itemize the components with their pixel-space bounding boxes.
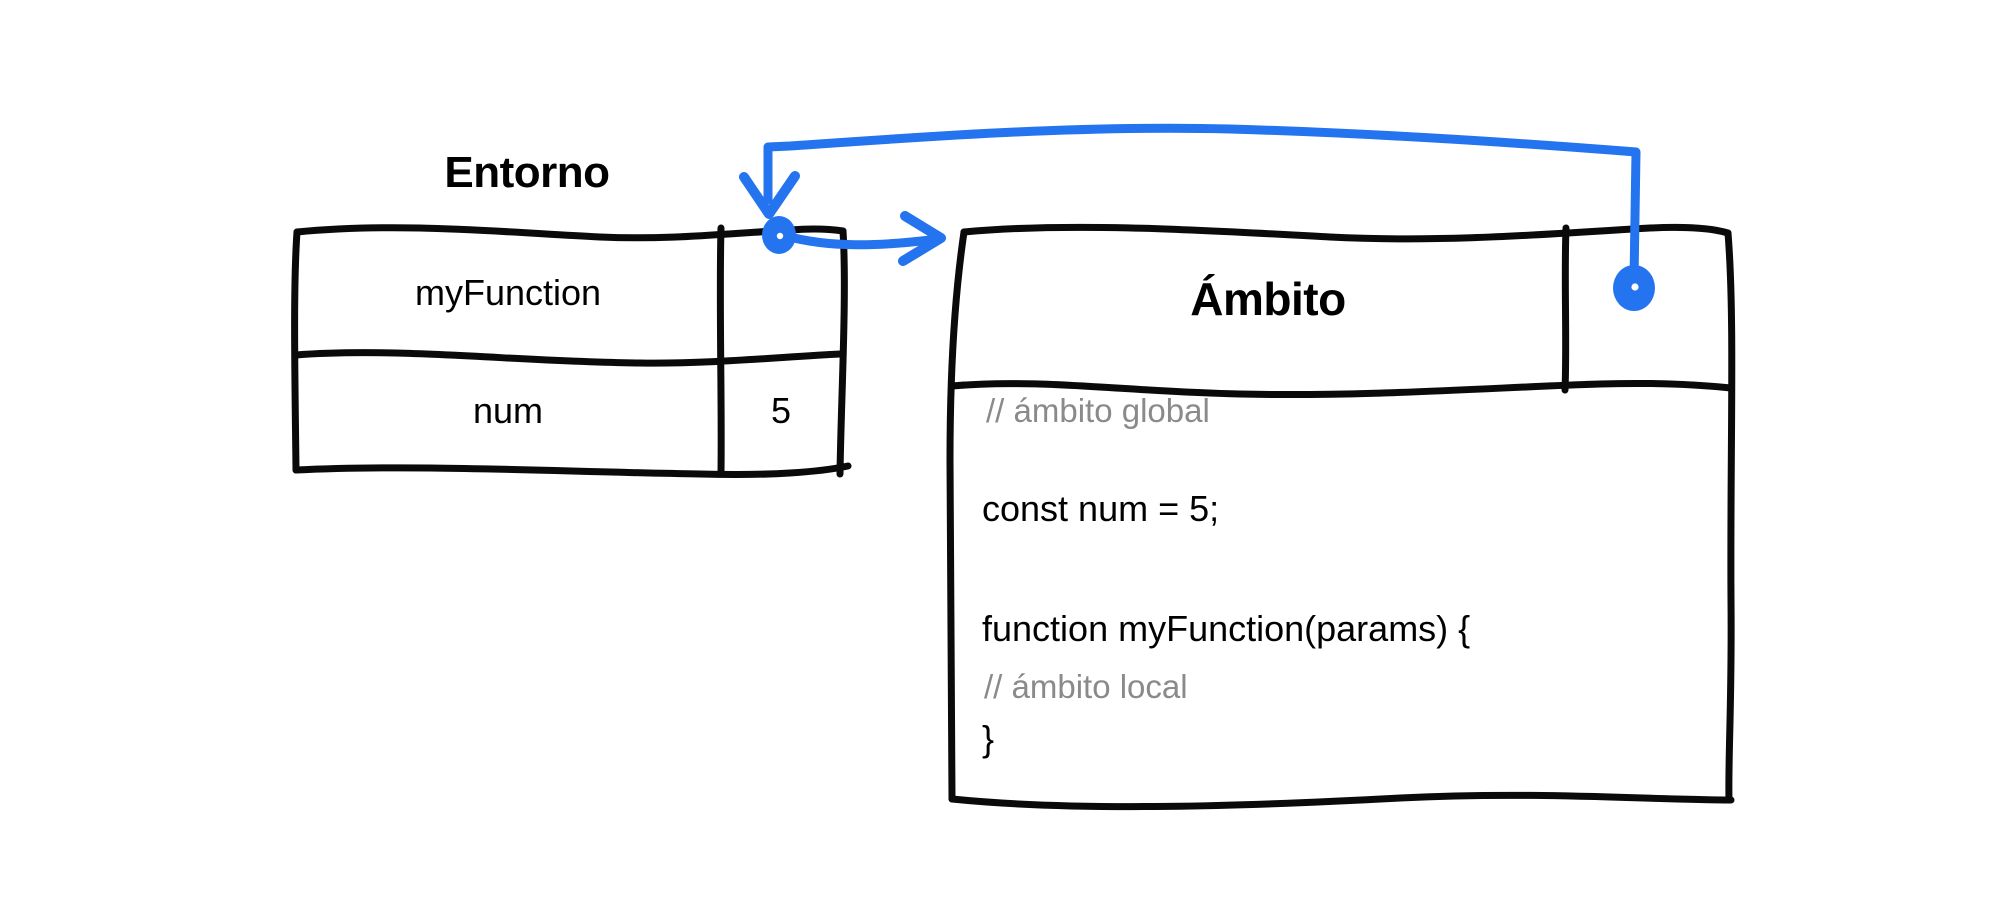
scope-header-column-divider (1561, 224, 1570, 394)
reference-dots-layer (762, 216, 1655, 311)
environment-row-name-0: myFunction (414, 272, 602, 313)
scope-code-line-2: const num = 5; (982, 488, 1220, 529)
env-column-divider (716, 224, 725, 476)
environment-table-caption: Entorno (444, 148, 610, 197)
scope-header-divider (948, 379, 1735, 399)
scope-top-edge (960, 223, 1732, 243)
scope-left-edge (946, 228, 968, 803)
connector-myfunction-to-scope-line (781, 231, 935, 250)
scope-right-edge (1724, 229, 1736, 804)
env-right-edge (836, 227, 848, 478)
environment-row-value-1: 5 (770, 390, 792, 431)
scope-header-reference-dot-hole (1631, 283, 1639, 291)
env-left-edge (291, 228, 301, 474)
environment-table-outline (291, 224, 852, 479)
environment-myfunction-reference-dot-hole (776, 232, 784, 240)
env-bottom-edge (292, 462, 852, 479)
scope-code-line-6: } (982, 718, 995, 759)
scope-bottom-edge (948, 791, 1735, 811)
scope-code-line-4: function myFunction(params) { (982, 608, 1471, 649)
connectors-layer (739, 123, 1641, 286)
scope-code-line-0: // ámbito global (986, 392, 1210, 429)
env-top-edge (293, 224, 847, 242)
environment-row-name-1: num (472, 390, 544, 431)
scope-code-line-5: // ámbito local (984, 668, 1188, 705)
connector-scope-to-environment-arrowhead (739, 171, 800, 219)
scope-box-header: Ámbito (1190, 273, 1346, 325)
connector-myfunction-to-scope-arrowhead (898, 211, 946, 266)
connector-scope-to-environment-line (763, 123, 1641, 286)
scope-box-outline (946, 223, 1736, 811)
env-row-divider (292, 349, 844, 367)
